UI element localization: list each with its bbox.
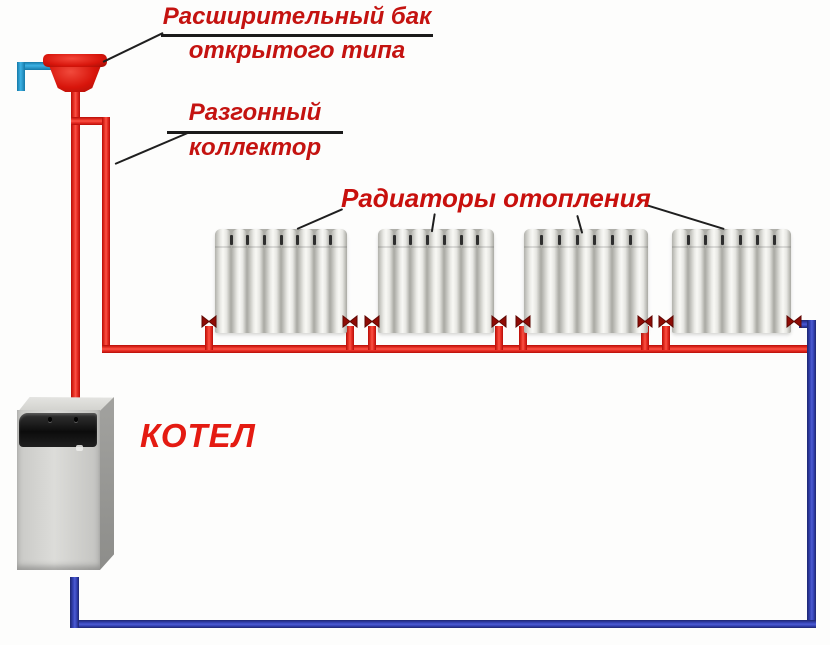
radiator-riser-pipe <box>368 326 376 350</box>
expansion-tank-rim <box>43 54 107 67</box>
radiator-section <box>331 229 347 333</box>
radiator-section <box>541 229 561 333</box>
valve-icon <box>201 315 217 328</box>
radiator-riser-pipe <box>662 326 670 350</box>
accelerating-collector-pipe <box>102 117 110 353</box>
radiator-section <box>264 229 283 333</box>
boiler-knob <box>74 417 78 422</box>
return-riser-pipe <box>807 320 816 628</box>
boiler-label: КОТЕЛ <box>140 417 256 454</box>
radiator-section <box>723 229 742 333</box>
radiator-section <box>706 229 725 333</box>
overflow-pipe <box>17 62 25 91</box>
radiator-section <box>577 229 597 333</box>
boiler-control-panel <box>19 413 97 447</box>
radiator-section <box>231 229 249 333</box>
radiator-section <box>757 229 777 333</box>
radiator-section <box>524 229 543 333</box>
radiator-section <box>774 229 792 333</box>
boiler-knob <box>48 417 52 422</box>
radiator-section <box>478 229 495 333</box>
boiler-return-pipe <box>70 577 79 628</box>
radiator-riser-pipe <box>346 326 354 350</box>
radiator-riser-pipe <box>205 326 213 350</box>
collector-label-line2: коллектор <box>188 133 322 161</box>
expansion-tank-bowl <box>48 63 102 92</box>
main-riser-pipe <box>71 86 80 400</box>
radiator-section <box>411 229 429 333</box>
radiator-section <box>444 229 463 333</box>
radiator-section <box>559 229 579 333</box>
expansion-tank <box>43 54 107 92</box>
radiator <box>524 229 649 333</box>
radiator-section <box>394 229 413 333</box>
radiator-riser-pipe <box>641 326 649 350</box>
valve-icon <box>491 315 507 328</box>
pointer-line-radiator-1 <box>296 208 344 231</box>
radiator-section <box>281 229 299 333</box>
radiator <box>215 229 347 333</box>
overflow-pipe <box>17 62 53 70</box>
expansion-tank-label-line2: открытого типа <box>188 36 406 64</box>
expansion-tank-label: Расширительный бак открытого типа <box>142 3 452 66</box>
boiler-side-face <box>100 397 114 570</box>
radiator-riser-pipe <box>495 326 503 350</box>
radiators-label: Радиаторы отопления <box>341 183 651 213</box>
radiator-section <box>672 229 691 333</box>
supply-main-pipe <box>102 345 808 353</box>
valve-icon <box>364 315 380 328</box>
radiator-section <box>631 229 649 333</box>
radiator-riser-pipe <box>519 326 527 350</box>
radiator-section <box>595 229 615 333</box>
boiler-top-face <box>17 397 114 413</box>
collector-label-line1: Разгонный <box>166 99 344 134</box>
radiator-section <box>215 229 233 333</box>
collector-label: Разгонный коллектор <box>160 99 350 163</box>
collector-jog-pipe <box>71 117 110 125</box>
radiator-section <box>740 229 759 333</box>
boiler-logo <box>76 445 83 451</box>
valve-icon <box>658 315 674 328</box>
radiator <box>672 229 792 333</box>
radiator-section <box>689 229 708 333</box>
valve-icon <box>515 315 531 328</box>
radiator-section <box>461 229 480 333</box>
radiator-section <box>314 229 332 333</box>
radiator-section <box>613 229 633 333</box>
radiator-section <box>378 229 396 333</box>
radiator-section <box>298 229 316 333</box>
radiator-section <box>248 229 266 333</box>
valve-icon <box>637 315 653 328</box>
expansion-tank-label-line1: Расширительный бак <box>160 3 434 37</box>
valve-icon <box>342 315 358 328</box>
valve-icon <box>786 315 802 328</box>
boiler <box>15 395 117 573</box>
return-main-pipe <box>70 620 816 628</box>
radiator <box>378 229 495 333</box>
radiator-section <box>428 229 446 333</box>
pointer-line-radiator-4 <box>645 204 725 231</box>
